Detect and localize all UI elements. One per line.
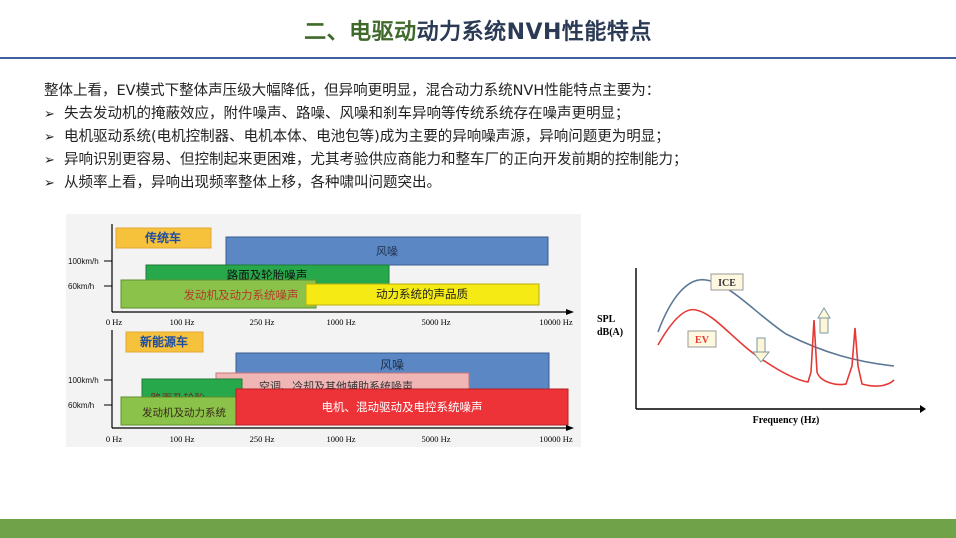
x-tick: 10000 Hz bbox=[539, 317, 573, 327]
bar-sound-quality bbox=[305, 283, 540, 306]
x-tick: 5000 Hz bbox=[421, 434, 450, 444]
x-tick: 0 Hz bbox=[106, 317, 123, 327]
bullet-item: ➢ 失去发动机的掩蔽效应，附件噪声、路噪、风噪和刹车异响等传统系统存在噪声更明显； bbox=[44, 103, 924, 126]
y-tick: 60km/h bbox=[68, 401, 94, 410]
title-divider bbox=[0, 57, 956, 59]
bar-engine-nev-label: 发动机及动力系统 bbox=[142, 406, 226, 419]
x-tick: 100 Hz bbox=[170, 434, 195, 444]
bar-engine-nev bbox=[120, 396, 252, 426]
tag-traditional bbox=[115, 227, 212, 249]
title-rest: 动力系统NVH性能特点 bbox=[416, 20, 652, 45]
bar-road-tire-label: 路面及轮胎噪声 bbox=[227, 268, 308, 282]
x-tick: 5000 Hz bbox=[421, 317, 450, 327]
x-tick: 250 Hz bbox=[250, 434, 275, 444]
title-accent: 二、电驱动 bbox=[304, 20, 417, 45]
noise-band-figure: 传统车 风噪 路面及轮胎噪声 发动机及动力系统噪声 动力系统的声品质 100km… bbox=[66, 214, 581, 447]
tag-new-energy-label: 新能源车 bbox=[140, 334, 188, 349]
traditional-vehicle-panel: 传统车 风噪 路面及轮胎噪声 发动机及动力系统噪声 动力系统的声品质 100km… bbox=[68, 224, 574, 327]
bar-motor-drive-label: 电机、混动驱动及电控系统噪声 bbox=[322, 400, 483, 414]
bullet-item: ➢ 从频率上看，异响出现频率整体上移，各种啸叫问题突出。 bbox=[44, 172, 924, 195]
x-tick: 1000 Hz bbox=[326, 317, 355, 327]
x-axis-label: Frequency (Hz) bbox=[753, 415, 820, 426]
up-arrow-icon bbox=[817, 307, 831, 334]
footer-bar bbox=[0, 519, 956, 538]
bullet-list: ➢ 失去发动机的掩蔽效应，附件噪声、路噪、风噪和刹车异响等传统系统存在噪声更明显；… bbox=[44, 103, 924, 195]
y-tick: 100km/h bbox=[68, 257, 99, 266]
intro-text: 整体上看，EV模式下整体声压级大幅降低，但异响更明显，混合动力系统NVH性能特点… bbox=[44, 83, 661, 99]
y-axis-label-1: SPL bbox=[597, 314, 616, 325]
bullet-text: 失去发动机的掩蔽效应，附件噪声、路噪、风噪和刹车异响等传统系统存在噪声更明显； bbox=[64, 106, 630, 122]
legend-ev-label: EV bbox=[695, 335, 710, 346]
bullet-item: ➢ 电机驱动系统(电机控制器、电机本体、电池包等)成为主要的异响噪声源，异响问题更… bbox=[44, 126, 924, 149]
arrow-bullet-icon: ➢ bbox=[44, 130, 55, 145]
body-text: 整体上看，EV模式下整体声压级大幅降低，但异响更明显，混合动力系统NVH性能特点… bbox=[44, 80, 924, 195]
x-tick: 0 Hz bbox=[106, 434, 123, 444]
bar-wind-label: 风噪 bbox=[376, 245, 398, 258]
arrow-bullet-icon: ➢ bbox=[44, 153, 55, 168]
bar-motor-drive bbox=[235, 388, 569, 426]
bar-engine bbox=[120, 279, 317, 309]
spl-frequency-figure: SPL dB(A) Frequency (Hz) ICE EV bbox=[596, 262, 926, 432]
legend-ev-box bbox=[687, 330, 717, 348]
arrow-bullet-icon: ➢ bbox=[44, 107, 55, 122]
bar-wind-nev-label: 风噪 bbox=[380, 358, 404, 372]
bullet-item: ➢ 异响识别更容易、但控制起来更困难，尤其考验供应商能力和整车厂的正向开发前期的控… bbox=[44, 149, 924, 172]
y-tick: 60km/h bbox=[68, 282, 94, 291]
y-axis-label-2: dB(A) bbox=[597, 327, 623, 338]
x-tick: 100 Hz bbox=[170, 317, 195, 327]
x-tick: 10000 Hz bbox=[539, 434, 573, 444]
legend-ice-label: ICE bbox=[718, 278, 736, 289]
bar-wind bbox=[225, 236, 549, 266]
bullet-text: 从频率上看，异响出现频率整体上移，各种啸叫问题突出。 bbox=[64, 175, 441, 191]
ice-curve bbox=[657, 278, 895, 367]
bullet-text: 异响识别更容易、但控制起来更困难，尤其考验供应商能力和整车厂的正向开发前期的控制… bbox=[64, 152, 688, 168]
tag-traditional-label: 传统车 bbox=[144, 230, 181, 245]
x-tick: 250 Hz bbox=[250, 317, 275, 327]
bar-engine-label: 发动机及动力系统噪声 bbox=[184, 288, 299, 302]
tag-new-energy bbox=[125, 331, 204, 353]
down-arrow-icon bbox=[751, 337, 771, 363]
x-tick: 1000 Hz bbox=[326, 434, 355, 444]
arrow-bullet-icon: ➢ bbox=[44, 176, 55, 191]
slide-title: 二、电驱动动力系统NVH性能特点 bbox=[0, 14, 956, 46]
bullet-text: 电机驱动系统(电机控制器、电机本体、电池包等)成为主要的异响噪声源，异响问题更为… bbox=[64, 129, 670, 145]
new-energy-vehicle-panel: 新能源车 风噪 空调、冷却及其他辅助系统噪声 路面及轮胎 发动机及动力系统 电机… bbox=[68, 330, 574, 444]
y-tick: 100km/h bbox=[68, 376, 99, 385]
ev-curve bbox=[657, 308, 895, 387]
legend-ice-box bbox=[710, 273, 744, 291]
bar-sound-quality-label: 动力系统的声品质 bbox=[376, 287, 468, 301]
